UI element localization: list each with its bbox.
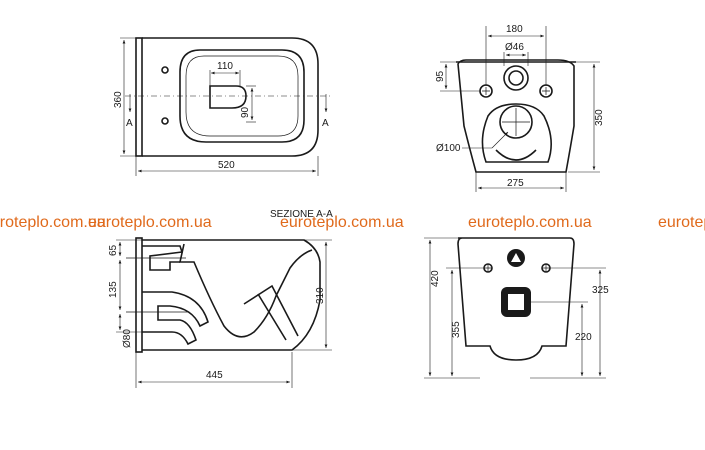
top-fixing-hole	[161, 117, 169, 125]
dim-right-low-label: 220	[575, 332, 592, 343]
dim-bolt-height-label: 95	[435, 70, 446, 82]
watermark-text: euroteplo.com.ua	[280, 214, 404, 231]
dim-height-label: 350	[594, 109, 605, 126]
watermark-text: euroteplo.com.ua	[88, 214, 212, 231]
rear-inlet-circle	[499, 105, 533, 139]
dim-mid-offset-label: 135	[108, 281, 119, 298]
dim-seat-width-label: 110	[217, 61, 233, 72]
dim-outlet-dia-label: Ø46	[505, 42, 524, 53]
rear-trap-outline	[481, 103, 552, 163]
rear-outline	[457, 59, 575, 173]
watermark-row: euroteplo.com.ua euroteplo.com.ua eurote…	[0, 214, 705, 231]
top-bowl-outline	[142, 37, 319, 157]
section-outlet-pipe	[142, 291, 209, 346]
watermark-text: euroteplo.com.ua	[658, 214, 705, 231]
wall-view-outline	[457, 237, 575, 361]
dim-right-top-label: 325	[592, 285, 609, 296]
dim-top-offset-label: 65	[108, 244, 119, 256]
section-view: SEZIONE A-A 65 135 Ø80 310 445	[108, 209, 333, 388]
top-fixing-hole	[161, 66, 169, 74]
dim-outlet-label: Ø80	[122, 329, 133, 348]
dim-length-label: 445	[206, 370, 223, 381]
section-wall-plate	[135, 237, 143, 353]
section-outer-outline	[142, 239, 321, 351]
dim-seat-depth-label: 90	[240, 106, 251, 118]
dim-base-width-label: 275	[507, 178, 524, 189]
section-mark-right: A	[322, 118, 329, 129]
dim-mid-label: 355	[451, 321, 462, 338]
section-mark-left: A	[126, 118, 133, 129]
dim-section-height-label: 310	[315, 287, 326, 304]
top-view: A A 360 520 110 90	[113, 37, 330, 176]
dim-depth-label: 360	[113, 91, 124, 108]
rear-outlet-outer	[503, 65, 529, 91]
rear-view: 180 Ø46 95 350 Ø100 275	[435, 24, 605, 192]
top-seat-inner	[185, 55, 299, 137]
top-wall-plate	[135, 37, 143, 157]
watermark-text: euroteplo.com.ua	[468, 214, 592, 231]
watermark-text: euroteplo.com.ua	[0, 214, 106, 231]
section-flush-inlet	[142, 245, 184, 271]
wall-view: 420 355 325 220	[424, 237, 609, 379]
dim-width-label: 520	[218, 160, 235, 171]
top-hinge-pocket	[209, 85, 247, 109]
section-bowl-interior	[179, 243, 313, 338]
top-seat-opening	[179, 49, 305, 143]
section-title: SEZIONE A-A	[270, 209, 333, 220]
dim-bolt-spacing-label: 180	[506, 24, 523, 35]
rear-outlet-inner	[508, 70, 524, 86]
dim-total-label: 420	[430, 270, 441, 287]
dim-inlet-dia-label: Ø100	[436, 143, 461, 154]
